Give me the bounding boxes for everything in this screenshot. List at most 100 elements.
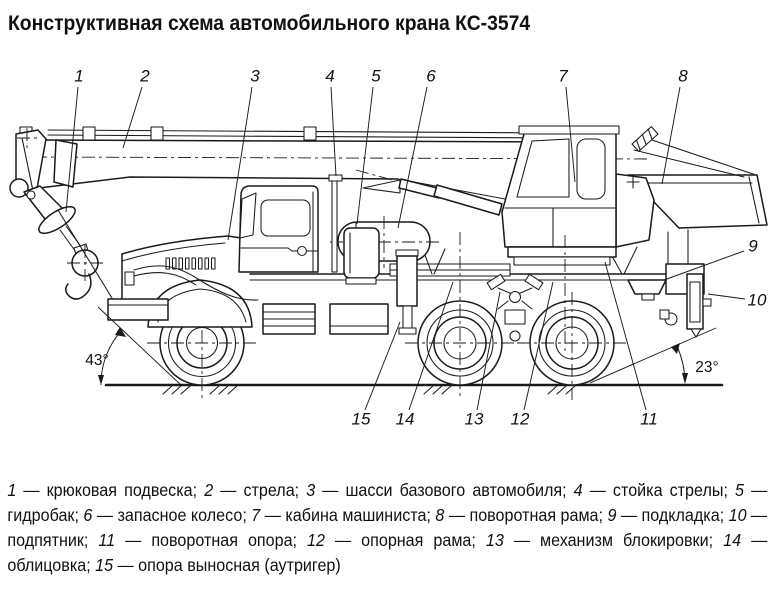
legend-item: 9 — подкладка;: [607, 505, 728, 525]
legend-item-name: — шасси базового автомобиля;: [315, 480, 574, 500]
ground-hatching: [162, 384, 577, 395]
front-bumper: [107, 298, 169, 321]
legend-item: 14 — облицовка;: [7, 530, 767, 575]
legend-item-name: — стрела;: [213, 480, 307, 500]
leader-line: [227, 86, 253, 241]
boom-rest-post: [328, 174, 343, 273]
callout-number: 4: [325, 66, 334, 85]
legend-item-name: — механизм блокировки;: [503, 530, 724, 550]
legend-item: 2 — стрела;: [204, 480, 306, 500]
leader-line: [408, 281, 454, 411]
legend-item: 1 — крюковая подвеска;: [7, 480, 204, 500]
legend-item: 7 — кабина машиниста;: [251, 505, 435, 525]
rear-outrigger: [627, 263, 712, 338]
legend-item-number: 11: [98, 530, 116, 550]
legend-item-number: 2: [204, 480, 214, 500]
ground-line: [104, 383, 724, 395]
legend-item-name: — гидробак;: [7, 480, 768, 525]
leader-line: [122, 86, 143, 149]
legend-item-name: — опора выносная (аутригер): [113, 555, 341, 575]
angle-label: 23°: [695, 359, 718, 376]
leader-line: [330, 86, 337, 177]
boom-tail: [627, 139, 768, 229]
chassis-frame: [249, 246, 689, 335]
legend-item-name: — кабина машиниста;: [260, 505, 436, 525]
legend-item-name: — стойка стрелы;: [582, 480, 736, 500]
deck-equipment: [328, 169, 517, 335]
legend-item-name: — поворотная опора;: [115, 530, 308, 550]
callout-number: 14: [396, 409, 415, 428]
rear-angle-annotation: [589, 327, 717, 384]
callout-number: 13: [465, 409, 484, 428]
outrigger-pad: [627, 279, 667, 295]
legend-item-name: — подпятник;: [7, 505, 768, 550]
legend-item-name: — поворотная рама;: [444, 505, 608, 525]
leader-line: [523, 281, 554, 411]
callout-number: 12: [511, 409, 530, 428]
legend-item-number: 14: [723, 530, 742, 550]
angle-label: 43°: [85, 352, 108, 369]
legend-item-name: — подкладка;: [616, 505, 729, 525]
legend-item-name: — облицовка;: [7, 530, 768, 575]
legend-item-number: 1: [7, 480, 17, 500]
legend-item: 12 — опорная рама;: [307, 530, 486, 550]
slewing-support: [507, 235, 617, 354]
legend-item: 11 — поворотная опора;: [98, 530, 307, 550]
legend-item-number: 10: [728, 505, 747, 525]
page-title: Конструктивная схема автомобильного кран…: [8, 11, 531, 35]
leader-line: [663, 250, 745, 281]
legend-item-number: 9: [607, 505, 617, 525]
leader-line: [476, 291, 501, 411]
legend-item-number: 8: [435, 505, 445, 525]
legend-item-number: 13: [485, 530, 504, 550]
legend-item-number: 4: [573, 480, 583, 500]
legend-item-number: 12: [307, 530, 325, 550]
leader-line: [397, 86, 428, 229]
cab-rear-window: [576, 138, 606, 200]
callout-number: 8: [678, 66, 688, 85]
legend-item: 10 — подпятник;: [7, 505, 767, 550]
legend-item-name: — опорная рама;: [324, 530, 486, 550]
callout-number: 2: [139, 66, 150, 85]
callout-number: 10: [748, 290, 767, 309]
hook-block: [9, 128, 113, 300]
callout-number: 1: [74, 66, 83, 85]
callout-number: 15: [352, 409, 371, 428]
legend-item: 6 — запасное колесо;: [83, 505, 251, 525]
legend-item: 3 — шасси базового автомобиля;: [306, 480, 573, 500]
callout-number: 11: [640, 409, 658, 428]
legend-item: 4 — стойка стрелы;: [574, 480, 735, 500]
legend-item: 8 — поворотная рама;: [435, 505, 607, 525]
legend-item-number: 6: [83, 505, 93, 525]
legend-item-number: 15: [95, 555, 114, 575]
callout-number: 9: [748, 236, 758, 255]
front-outrigger: [395, 249, 419, 335]
toolbox: [329, 303, 389, 335]
leader-line: [565, 86, 576, 183]
leader-line: [604, 261, 647, 411]
callout-number: 3: [250, 66, 260, 85]
blocking-mechanism: [486, 273, 544, 342]
legend-item: 5 — гидробак;: [7, 480, 767, 525]
boom-lift-cylinder: [355, 169, 517, 216]
side-window: [260, 199, 311, 237]
cab-roof: [518, 125, 620, 135]
windshield: [239, 192, 257, 239]
leader-line: [661, 86, 681, 185]
crane-upperworks: [501, 125, 689, 354]
legend-item: 15 — опора выносная (аутригер): [95, 555, 341, 575]
grille-slots: [165, 257, 216, 270]
callout-number: 7: [558, 66, 568, 85]
legend-item-number: 7: [251, 505, 261, 525]
operator-cab: [501, 125, 620, 248]
machinery-housing: [615, 173, 655, 248]
cab-front-window: [516, 138, 570, 198]
legend-item-name: — крюковая подвеска;: [16, 480, 205, 500]
callout-number: 5: [371, 66, 381, 85]
leader-line: [65, 86, 79, 213]
boom: [19, 126, 768, 229]
legend-item-name: — запасное колесо;: [92, 505, 252, 525]
